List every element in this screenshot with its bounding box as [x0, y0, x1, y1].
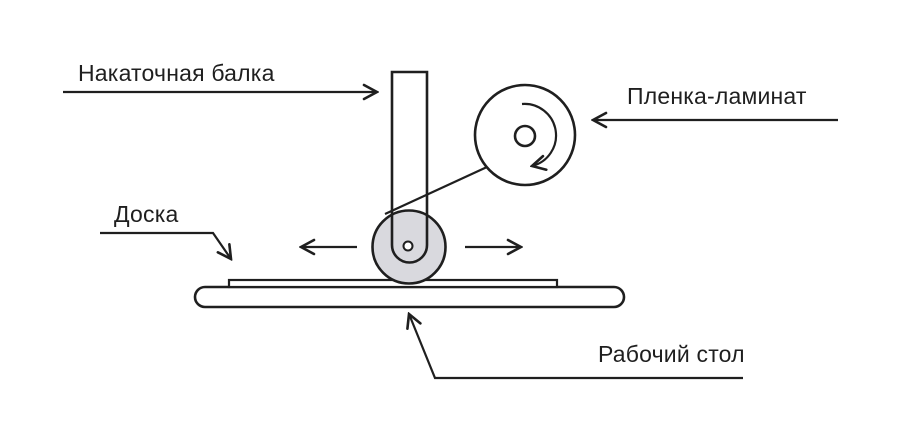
work-table-label: Рабочий стол: [598, 341, 745, 367]
film-path-line: [384, 166, 488, 215]
board-label: Доска: [114, 201, 179, 227]
film-roll-hub: [513, 124, 537, 148]
work-table-shape: [193, 285, 626, 309]
work-table-leader-arrow: [409, 314, 743, 380]
rotation-arrow-icon: [521, 102, 558, 166]
board-leader-arrow: [100, 231, 231, 259]
film-laminate-label: Пленка-ламинат: [627, 83, 807, 109]
rolling-beam-label: Накаточная балка: [78, 60, 275, 86]
rolling-beam-shape: [390, 70, 429, 264]
roller-axle-dot: [402, 240, 414, 252]
